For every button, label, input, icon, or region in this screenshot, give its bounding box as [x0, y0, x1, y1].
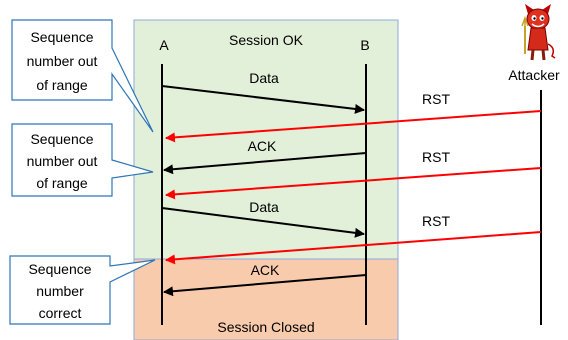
callout-2-line-3: of range [36, 175, 88, 191]
callout-1-line-1: Sequence [30, 29, 93, 45]
arrow-rst-3 [165, 231, 542, 265]
msg-data-1-label: Data [249, 70, 279, 86]
arrow-rst-1 [165, 110, 542, 143]
session-ok-region [133, 19, 399, 260]
devil-icon [521, 4, 556, 61]
node-b-label: B [360, 37, 369, 53]
callout-sequence-out-of-range-2: Sequence number out of range [11, 123, 154, 197]
session-closed-label: Session Closed [217, 319, 314, 335]
callout-2-line-2: number out [27, 153, 98, 169]
callout-sequence-out-of-range-1: Sequence number out of range [11, 19, 154, 133]
arrow-ack-2 [163, 274, 367, 297]
msg-ack-1-label: ACK [248, 138, 277, 154]
callout-3-line-2: number [36, 283, 84, 299]
arrow-data-2 [161, 207, 365, 238]
msg-rst-3-label: RST [422, 213, 450, 229]
msg-ack-2-label: ACK [251, 262, 280, 278]
callout-1-line-2: number out [27, 53, 98, 69]
session-ok-label: Session OK [229, 32, 304, 48]
callout-sequence-correct: Sequence number correct [9, 255, 156, 325]
msg-data-2-label: Data [249, 199, 279, 215]
callout-3-line-1: Sequence [28, 261, 91, 277]
node-a-label: A [159, 37, 169, 53]
arrow-ack-1 [163, 152, 367, 175]
msg-rst-1-label: RST [422, 91, 450, 107]
callout-1-line-3: of range [36, 77, 88, 93]
arrow-data-1 [161, 85, 365, 114]
attacker-label: Attacker [508, 67, 560, 83]
callout-3-line-3: correct [39, 305, 82, 321]
callout-2-line-1: Sequence [30, 131, 93, 147]
msg-rst-2-label: RST [422, 149, 450, 165]
session-closed-region [133, 258, 399, 340]
arrow-rst-2 [165, 167, 542, 200]
